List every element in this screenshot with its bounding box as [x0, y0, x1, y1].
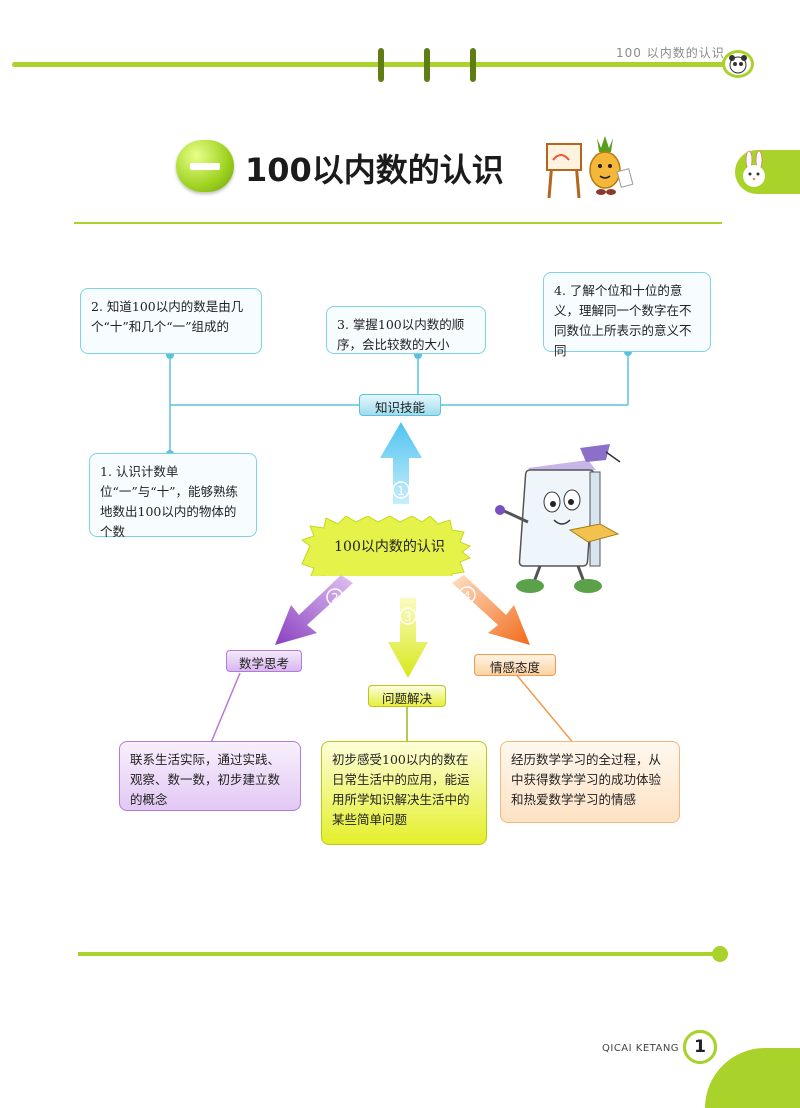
math-thinking-box: 联系生活实际，通过实践、观察、数一数，初步建立数的概念	[119, 741, 301, 811]
footer-brand: QICAI KETANG	[602, 1043, 680, 1054]
math-thinking-label: 数学思考	[226, 650, 302, 672]
problem-solving-label: 问题解决	[368, 685, 446, 707]
page-number-text: 1	[694, 1037, 706, 1057]
knowledge-item-1: 1. 认识计数单位“一”与“十”，能够熟练地数出100以内的物体的个数	[89, 453, 257, 539]
arrow-4-number: 4	[463, 589, 471, 603]
problem-solving-box: 初步感受100以内的数在日常生活中的应用，能运用所学知识解决生活中的某些简单问题	[321, 741, 487, 845]
knowledge-item-3: 3. 掌握100以内数的顺序，会比较数的大小	[326, 306, 486, 354]
side-tab	[735, 150, 800, 194]
chapter-title: 100以内数的认识	[245, 151, 504, 189]
knowledge-item-2: 2. 知道100以内的数是由几个“十”和几个“一”组成的	[80, 288, 262, 354]
knowledge-item-4: 4. 了解个位和十位的意义，理解同一个数字在不同数位上所表示的意义不同	[543, 272, 711, 358]
pineapple-painter-icon	[545, 130, 640, 204]
rabbit-icon	[743, 150, 765, 187]
knowledge-skill-label: 知识技能	[359, 394, 441, 416]
emotional-attitude-label: 情感态度	[474, 654, 556, 676]
title-divider	[74, 222, 722, 224]
page-number-circle: 1	[683, 1030, 717, 1064]
arrow-down-right-icon: 4	[452, 575, 530, 645]
rule-end-dot	[712, 946, 728, 962]
mindmap-center: 100以内数的认识	[334, 539, 445, 555]
running-title: 100 以内数的认识	[616, 46, 725, 60]
arrow-up-icon: 1	[380, 422, 422, 504]
emotional-attitude-box: 经历数学学习的全过程，从中获得数学学习的成功体验和热爱数学学习的情感	[500, 741, 680, 823]
center-starburst	[300, 516, 472, 576]
arrow-1-number: 1	[397, 484, 405, 498]
binder-pin-icon	[470, 48, 476, 82]
arrow-2-number: 2	[331, 591, 339, 605]
chapter-number-badge	[176, 140, 234, 192]
arrow-down-left-icon: 2	[275, 575, 353, 645]
top-rule	[12, 62, 727, 67]
panda-mascot-icon	[722, 50, 754, 78]
bottom-rule	[78, 952, 720, 956]
arrow-down-icon: 3	[388, 598, 428, 678]
arrow-3-number: 3	[404, 610, 412, 624]
binder-pin-icon	[424, 48, 430, 82]
binder-pin-icon	[378, 48, 384, 82]
book-mascot-icon	[495, 444, 621, 593]
